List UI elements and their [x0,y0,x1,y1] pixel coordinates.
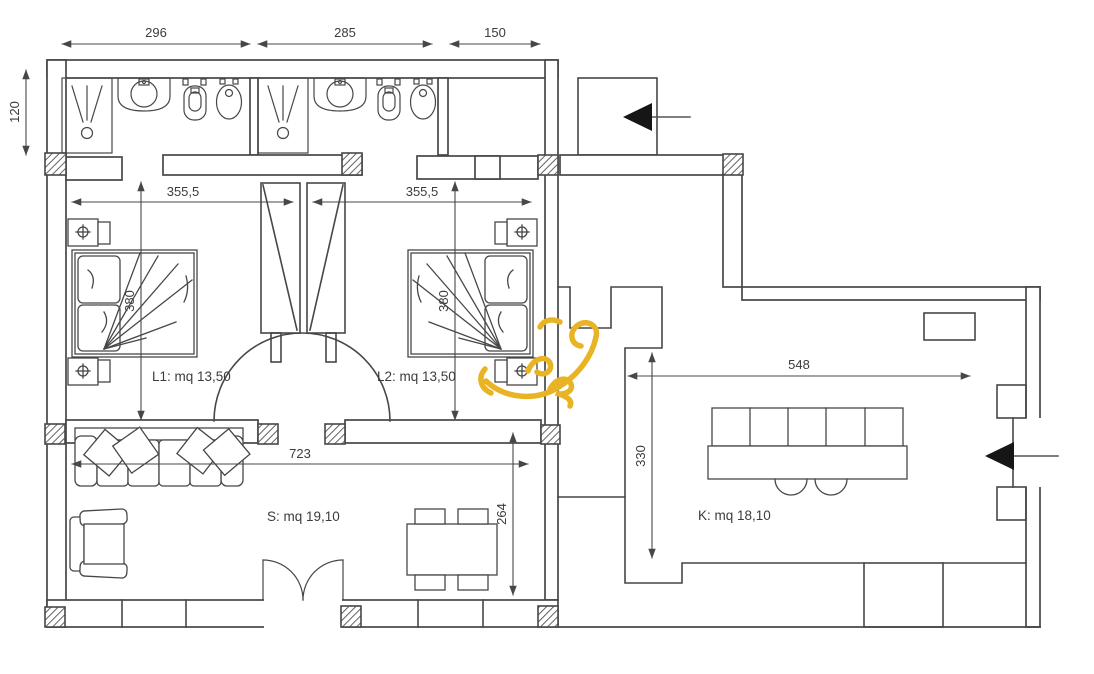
kitchen [707,407,908,496]
gold-swirl-logo-icon [478,317,600,409]
bidet-1-icon [215,78,243,120]
room-label-l1: L1: mq 13,50 [152,369,231,384]
shower-1-icon [61,77,113,154]
room-label-l2: L2: mq 13,50 [377,369,456,384]
nightstand-1a [67,218,111,247]
bed-2 [407,249,534,358]
dim-150: 150 [484,25,506,40]
dim-330: 330 [633,445,648,467]
dim-264: 264 [494,503,509,525]
room-label-k: K: mq 18,10 [698,508,771,523]
corridor-arch-door [213,332,391,422]
kitchen-island [707,407,908,496]
bed-1 [71,249,198,358]
dim-3555-b: 355,5 [406,184,439,199]
room-label-s: S: mq 19,10 [267,509,340,524]
entry-arrow-right-icon [985,442,1059,470]
dining-table [406,508,498,591]
dim-3555-a: 355,5 [167,184,200,199]
bedroom-1 [67,218,198,386]
bidet-2-icon [409,78,437,120]
dimension-labels: 296 285 150 120 355,5 355,5 380 380 723 … [7,25,810,525]
stool-2 [814,478,848,496]
wall-piers [44,152,744,628]
dim-285: 285 [334,25,356,40]
sink-2-icon [313,77,367,112]
entry-arrow-top-icon [623,103,691,131]
bedroom-2 [407,218,538,386]
armchair [69,508,128,579]
bathroom-1 [61,77,243,154]
dim-380-b: 380 [436,290,451,312]
dimension-lines [22,40,971,596]
french-door [262,559,344,601]
sofa [74,426,251,487]
dim-120: 120 [7,101,22,123]
nightstand-2a [494,218,538,247]
dim-380-a: 380 [122,290,137,312]
room-labels: L1: mq 13,50 L2: mq 13,50 S: mq 19,10 K:… [152,369,771,524]
corridor-closets [213,182,391,422]
stool-1 [774,478,808,496]
nightstand-1b [67,357,111,386]
toilet-2-icon [376,78,401,121]
bathroom-2 [257,77,437,154]
sink-1-icon [117,77,171,112]
toilet-1-icon [182,78,207,121]
entry-arrows [623,103,1059,470]
dim-723: 723 [289,446,311,461]
shower-2-icon [257,77,309,154]
plan-root: 296 285 150 120 355,5 355,5 380 380 723 … [7,25,1059,628]
dim-548: 548 [788,357,810,372]
dim-296: 296 [145,25,167,40]
